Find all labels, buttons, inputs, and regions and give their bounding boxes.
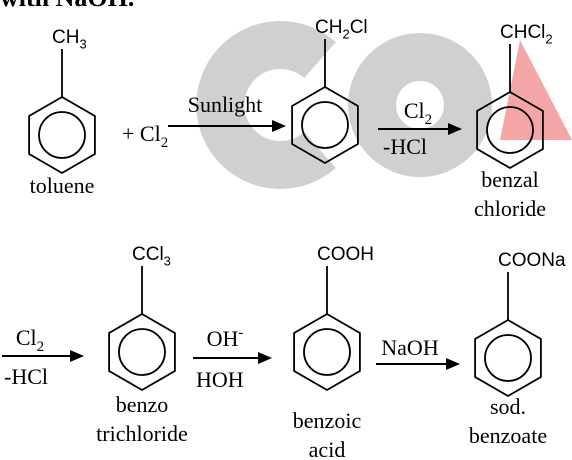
molecule-benzal-chloride: CHCl2 benzal chloride [474, 22, 553, 221]
watermark-o [348, 33, 492, 177]
watermark-triangle [500, 40, 572, 140]
benzene-ring [108, 312, 176, 392]
substituent-label: CCl3 [132, 244, 171, 268]
benzene-ring [293, 312, 361, 392]
arrow-5: NaOH [376, 335, 460, 370]
arrow-3-bottom-label: -HCl [4, 364, 48, 389]
header-fragment: with NaOH. [0, 0, 134, 12]
aromatic-circle [118, 328, 166, 376]
arrow-1-top-label: Sunlight [188, 92, 263, 117]
molecule-benzotrichloride: CCl3 benzo trichloride [96, 244, 188, 446]
molecule-sodium-benzoate: COONa sod. benzoate [469, 250, 566, 448]
watermark-c [196, 21, 336, 189]
substituent-label: CH2Cl [315, 17, 368, 41]
molecule-benzoic-acid: COOH benzoic acid [293, 244, 374, 460]
substituent-label: COONa [498, 250, 566, 271]
aromatic-circle [486, 106, 534, 154]
benzene-ring [474, 318, 542, 398]
compound-name-line: sod. [490, 394, 526, 419]
aromatic-circle [484, 334, 532, 382]
compound-name-line: benzo [116, 392, 169, 417]
compound-name-line: benzal [481, 167, 538, 192]
aromatic-circle [38, 111, 86, 159]
compound-name-line: benzoic [293, 408, 362, 433]
reagent-plus-cl2: + Cl2 [122, 121, 168, 151]
molecule-toluene: CH3 toluene [28, 27, 96, 198]
arrow-4-bottom-label: HOH [196, 367, 244, 392]
benzene-ring [476, 90, 544, 170]
arrow-4-top-label: OH- [207, 325, 244, 351]
compound-name-line: acid [309, 437, 346, 460]
compound-name-line: chloride [474, 196, 546, 221]
substituent-label: CHCl2 [500, 22, 553, 46]
arrow-3: Cl2 -HCl [2, 325, 84, 389]
compound-name-line: trichloride [96, 421, 188, 446]
benzene-ring [291, 85, 359, 165]
benzene-ring [28, 95, 96, 175]
arrow-2: Cl2 -HCl [378, 98, 462, 159]
molecule-benzyl-chloride: CH2Cl [291, 17, 368, 165]
substituent-label: COOH [317, 244, 374, 265]
watermark [196, 21, 572, 189]
arrow-3-top-label: Cl2 [16, 325, 44, 355]
arrow-2-top-label: Cl2 [404, 98, 432, 128]
compound-name-line: toluene [30, 173, 95, 198]
arrow-4: OH- HOH [193, 325, 272, 392]
substituent-label: CH3 [52, 27, 87, 51]
arrow-2-bottom-label: -HCl [383, 134, 427, 159]
compound-name-line: benzoate [469, 423, 547, 448]
aromatic-circle [301, 101, 349, 149]
arrow-1: Sunlight [168, 92, 286, 132]
arrow-5-top-label: NaOH [381, 335, 439, 360]
aromatic-circle [303, 328, 351, 376]
